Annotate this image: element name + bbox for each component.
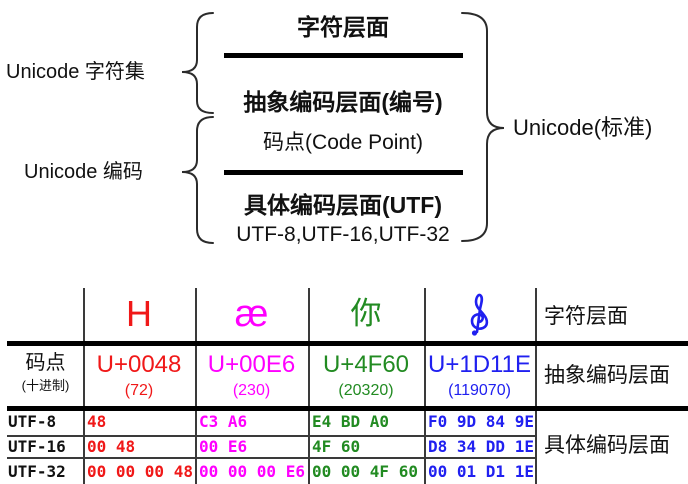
code-point-cell: U+0048 (72) (83, 349, 195, 401)
right-brace-standard-icon (461, 12, 505, 242)
utf16-cell: 4F 60 (312, 437, 361, 456)
table-vline (424, 288, 426, 484)
char-layer-title: 字符层面 (297, 14, 389, 40)
utf16-cell: D8 34 DD 1E (428, 437, 534, 456)
code-point-value: U+0048 (96, 351, 182, 378)
char-cell: æ (234, 293, 269, 335)
code-point-value: U+4F60 (322, 351, 410, 378)
table-hline-thick (7, 341, 688, 346)
table-hline-thick (7, 406, 688, 411)
abstract-layer-title: 抽象编码层面(编号) (243, 89, 443, 115)
utf32-cell: 00 00 4F 60 (312, 462, 418, 481)
code-point-row-label: 码点 (十进制) (8, 350, 83, 394)
utf16-cell: 00 E6 (199, 437, 248, 456)
utf32-row-label: UTF-32 (8, 462, 66, 481)
utf8-cell: C3 A6 (199, 412, 248, 431)
left-brace-encoding-icon (181, 116, 214, 244)
table-vline (83, 288, 85, 484)
table-vline (535, 288, 537, 484)
code-point-line: 码点(Code Point) (263, 131, 423, 154)
decimal-value: (230) (232, 382, 271, 399)
code-point-row-title: 码点 (25, 352, 66, 374)
char-cell: 你 (350, 296, 382, 331)
utf-forms-line: UTF-8,UTF-16,UTF-32 (236, 223, 450, 246)
layer-label-abstract: 抽象编码层面 (544, 364, 670, 387)
char-cell (462, 291, 498, 339)
code-point-cell: U+00E6 (230) (195, 349, 308, 401)
table-vline (308, 288, 310, 484)
divider-line (224, 170, 463, 175)
table-hline-thin (7, 435, 535, 437)
utf8-cell: 48 (87, 412, 107, 431)
utf16-cell: 00 48 (87, 437, 136, 456)
code-point-value: U+1D11E (428, 351, 531, 378)
utf8-row-label: UTF-8 (8, 412, 57, 431)
encoding-label: Unicode 编码 (24, 161, 143, 183)
decimal-value: (20320) (338, 382, 394, 399)
utf8-cell: F0 9D 84 9E (428, 412, 534, 431)
treble-clef-icon (470, 293, 489, 336)
code-point-value: U+00E6 (207, 351, 296, 378)
charset-label: Unicode 字符集 (6, 61, 145, 83)
code-point-cell: U+1D11E (119070) (424, 349, 535, 401)
layer-label-concrete: 具体编码层面 (544, 434, 670, 457)
utf32-cell: 00 01 D1 1E (428, 462, 534, 481)
table-vline (195, 288, 197, 484)
utf32-cell: 00 00 00 48 (87, 462, 193, 481)
left-brace-charset-icon (181, 12, 214, 114)
divider-line (224, 53, 463, 58)
brace-strokes (181, 12, 505, 244)
layer-label-char: 字符层面 (544, 305, 628, 328)
concrete-layer-title: 具体编码层面(UTF) (243, 192, 443, 218)
code-point-cell: U+4F60 (20320) (308, 349, 424, 401)
decimal-note: (十进制) (21, 378, 70, 393)
standard-label: Unicode(标准) (513, 115, 653, 140)
utf16-row-label: UTF-16 (8, 437, 66, 456)
table-hline-thin (7, 457, 535, 459)
utf8-cell: E4 BD A0 (312, 412, 390, 431)
decimal-value: (119070) (448, 382, 511, 399)
char-cell: H (126, 293, 152, 334)
utf32-cell: 00 00 00 E6 (199, 462, 305, 481)
decimal-value: (72) (124, 382, 154, 399)
